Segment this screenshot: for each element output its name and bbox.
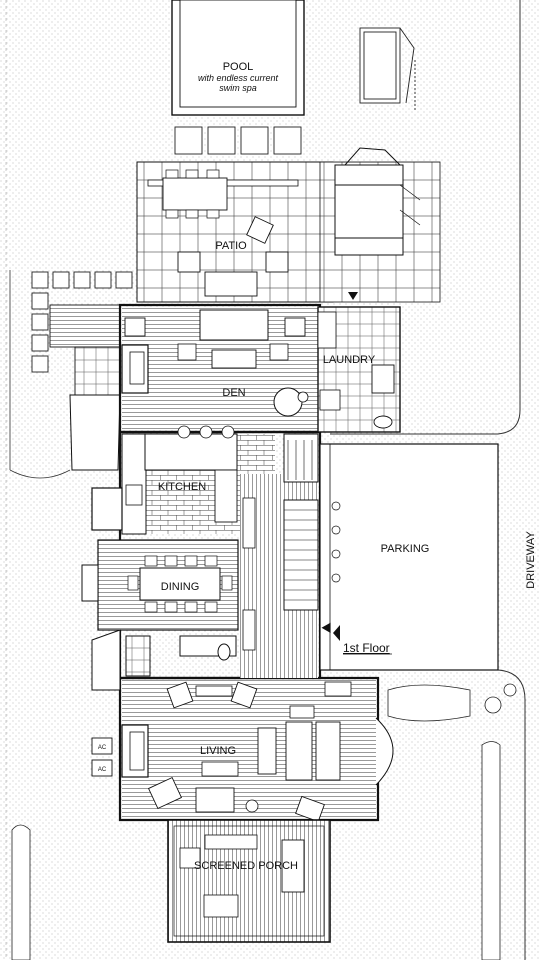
bay-window — [91, 629, 237, 691]
parking-label: PARKING — [381, 543, 430, 555]
den-label: DEN — [222, 387, 245, 399]
floor-marker: 1st Floor — [321, 622, 392, 655]
den-room: DEN — [121, 307, 318, 430]
ac-units: AC AC — [91, 737, 113, 777]
laundry-room: LAUNDRY — [317, 292, 401, 433]
living-room: LIVING — [121, 680, 394, 823]
dining-room: DINING — [81, 539, 239, 631]
pool-area: POOL with endless current swim spa — [171, 0, 305, 116]
dining-label: DINING — [161, 581, 200, 593]
screened-porch-label: SCREENED PORCH — [194, 860, 298, 872]
floor-label: 1st Floor — [343, 641, 390, 655]
laundry-label: LAUNDRY — [323, 354, 376, 366]
screened-porch: SCREENED PORCH — [167, 819, 331, 943]
stepping-stones — [31, 126, 302, 373]
kitchen-label: KITCHEN — [158, 481, 206, 493]
pool-note-2: swim spa — [219, 83, 257, 93]
driveway-edge — [330, 0, 521, 435]
driveway-edge-lower — [497, 669, 526, 960]
parking-area: PARKING — [319, 443, 499, 671]
hall-stair — [240, 433, 319, 678]
ac-label-2: AC — [98, 767, 107, 773]
ac-label-1: AC — [98, 745, 107, 751]
patio-label: PATIO — [215, 240, 247, 252]
living-label: LIVING — [200, 745, 236, 757]
outbuilding — [334, 147, 421, 256]
pool-label: POOL — [223, 61, 254, 73]
pool-equipment — [359, 27, 416, 110]
pool-note-1: with endless current — [198, 73, 279, 83]
landscape-beds — [11, 683, 517, 960]
driveway-label: DRIVEWAY — [525, 531, 537, 589]
west-deck — [9, 270, 121, 479]
